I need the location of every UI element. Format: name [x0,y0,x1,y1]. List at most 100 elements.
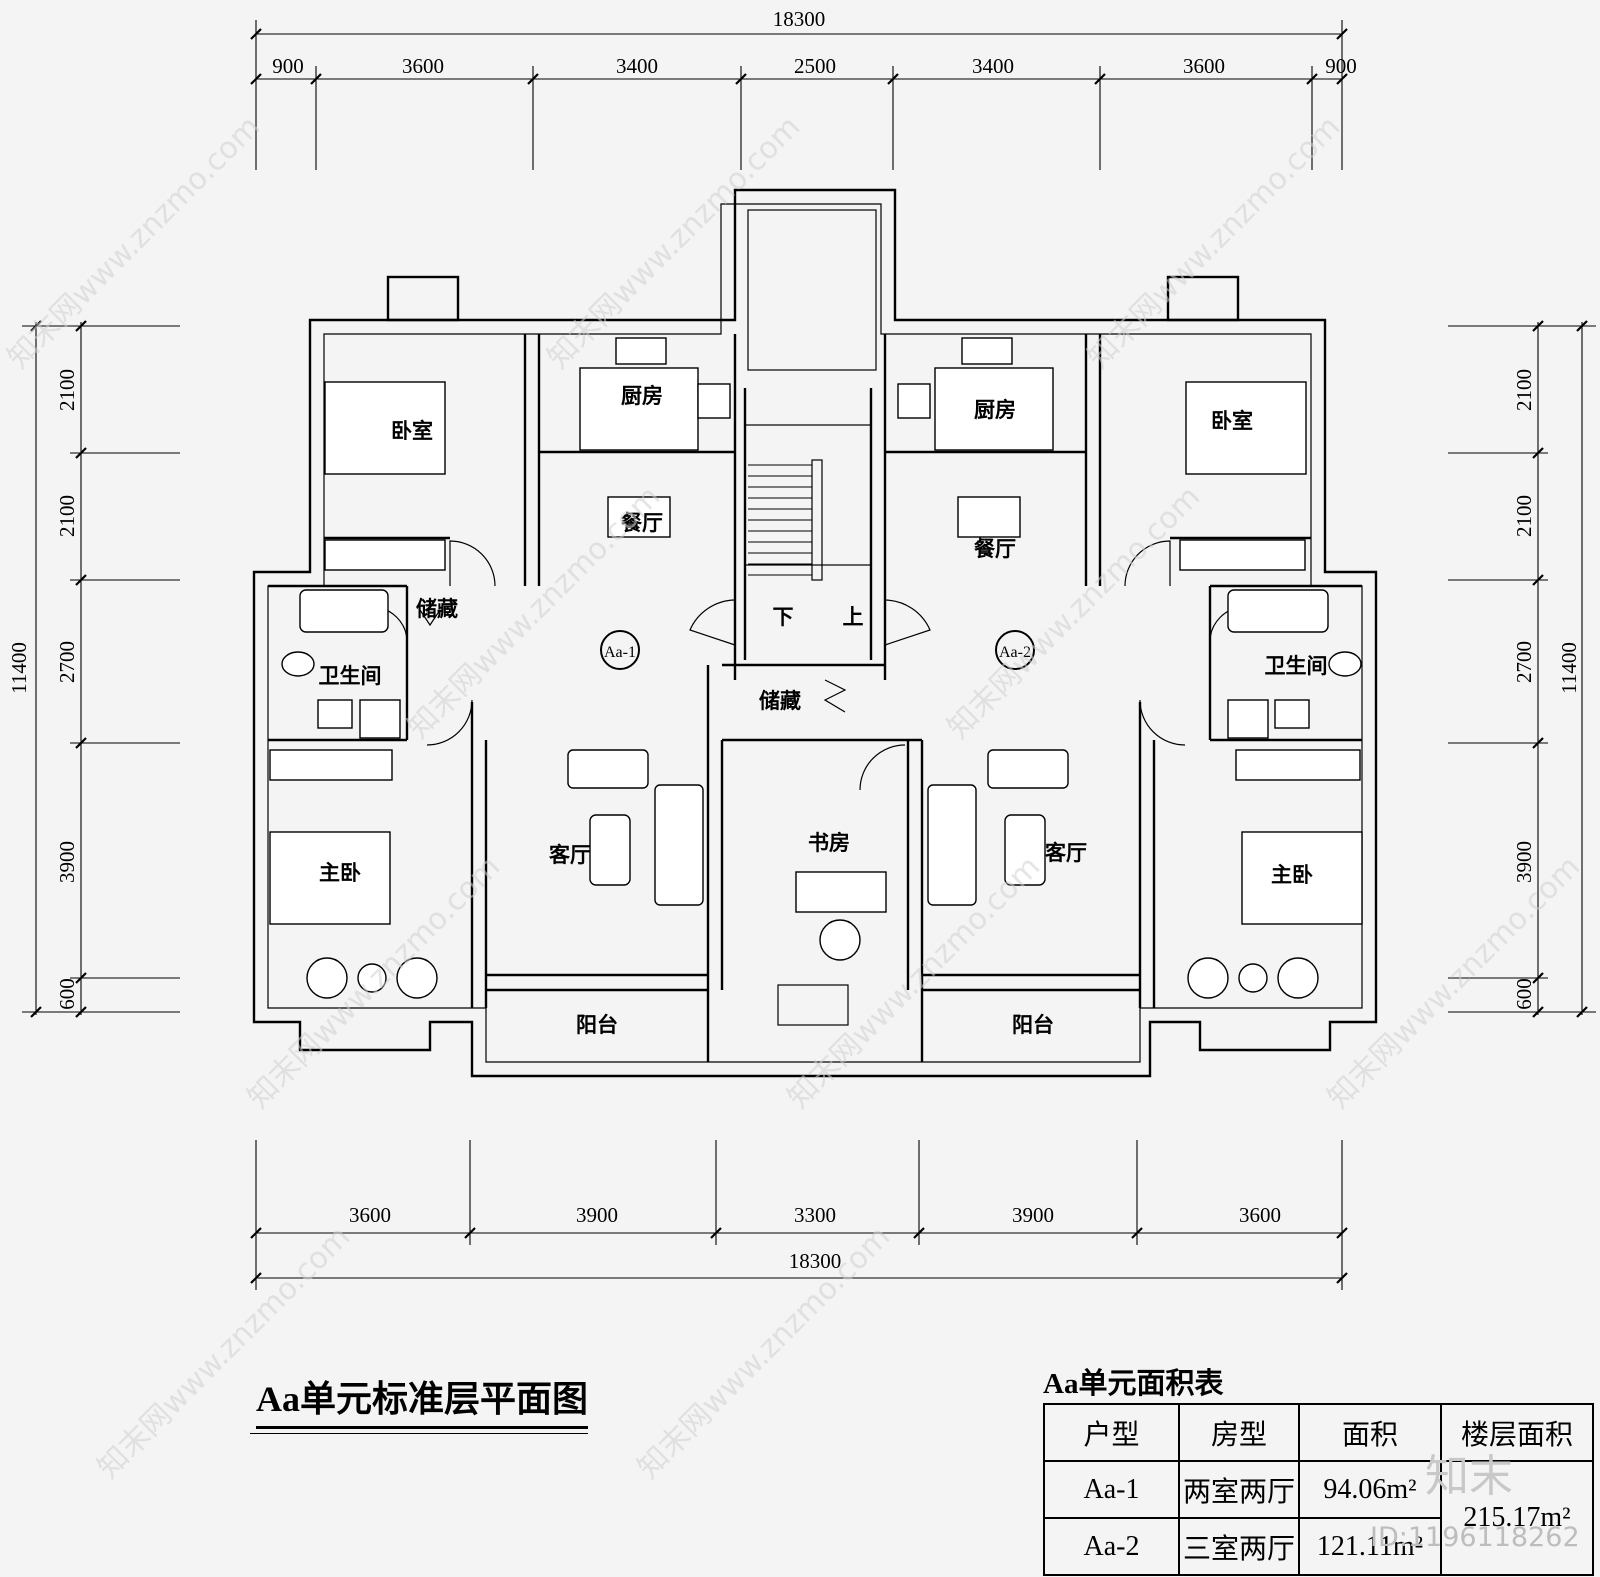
watermark-id: ID:1196118262 [1370,1522,1580,1553]
table-row: Aa-1 两室两厅 94.06m² 215.17m² [1043,1460,1594,1576]
top-dim-6: 3600 [1183,54,1225,78]
label-dining-left: 餐厅 [621,511,663,535]
left-dim-tick [75,447,87,459]
label-dining-right: 餐厅 [974,537,1016,561]
stove-right [897,383,931,419]
top-dim-2: 3600 [402,54,444,78]
top-dim-7: 900 [1325,54,1357,78]
sofa-left-a [567,749,649,789]
row2-area: 121.11m² [1298,1517,1442,1576]
sofa-left-b [654,784,704,906]
top-dim-tick [1306,73,1318,85]
right-dim-3: 2700 [1512,641,1536,683]
dining-table-left [607,496,671,538]
left-dim-1: 2100 [55,369,79,411]
master-bed-right [1241,831,1363,925]
unit-marker-aa1 [600,630,640,670]
top-dim-tick [1336,28,1348,40]
left-dim-tick [75,320,87,332]
label-bathroom-left: 卫生间 [319,664,382,688]
wardrobe-4 [1235,749,1361,781]
watermark-logo: 知末 [1425,1451,1513,1502]
label-bedroom-left: 卧室 [391,419,433,443]
right-dim-tick [1532,320,1544,332]
bottom-dim-tick [1131,1227,1143,1239]
room-labels: 卧室 卧室 厨房 厨房 餐厅 餐厅 储藏 储藏 卫生间 卫生间 主卧 主卧 客厅… [319,384,1328,1037]
label-balcony-left: 阳台 [576,1013,618,1037]
right-dimensions: 11400 2100 2100 2700 3900 600 [1448,320,1596,1018]
kitchen-counter-right [934,367,1054,451]
bottom-dim-tick [250,1272,262,1284]
bottom-dim-5: 3600 [1239,1203,1281,1227]
right-dim-5: 600 [1512,978,1536,1010]
table-right [1238,963,1268,993]
top-dim-5: 3400 [972,54,1014,78]
right-dim-tick [1532,1006,1544,1018]
left-dim-tick [75,574,87,586]
label-master-left: 主卧 [319,861,361,885]
bottom-dim-tick [1336,1272,1348,1284]
stove-left [697,383,731,419]
header-type: 户型 [1043,1403,1180,1462]
toilet-right [1328,651,1362,677]
label-stair-down: 下 [773,605,794,629]
top-dim-tick [527,73,539,85]
right-total-dim: 11400 [1557,642,1581,694]
top-dim-1: 900 [272,54,304,78]
watermark-3: 知末网www.znzmo.com [1081,109,1347,375]
top-dim-tick [250,28,262,40]
furniture [269,337,1363,999]
row2-layout: 三室两厅 [1178,1517,1300,1576]
wardrobe-1 [324,539,446,571]
row2-type: Aa-2 [1043,1517,1180,1576]
floor-area-value: 215.17m² [1440,1460,1594,1576]
top-dim-tick [887,73,899,85]
bottom-dim-4: 3900 [1012,1203,1054,1227]
header-floor-area: 楼层面积 [1440,1403,1594,1462]
sofa-right-a [987,749,1069,789]
kitchen-counter-left [579,367,699,451]
left-dim-tick [75,972,87,984]
top-dim-tick [310,73,322,85]
label-bedroom-right: 卧室 [1211,409,1253,433]
bottom-dim-tick [464,1227,476,1239]
right-dim-tick [1532,447,1544,459]
bottom-dim-tick [710,1227,722,1239]
washer-right [1227,699,1269,739]
row1-type: Aa-1 [1043,1460,1180,1519]
coffee-table-left [589,814,631,886]
chair-right-1 [1187,957,1229,999]
top-dim-tick [1336,73,1348,85]
sink-right [1274,699,1310,729]
unit-marker-aa2 [995,630,1035,670]
left-dim-tick [75,1006,87,1018]
label-storage-left: 储藏 [416,597,458,621]
coffee-table-right [1004,814,1046,886]
left-dim-3: 2700 [55,641,79,683]
left-dim-2: 2100 [55,495,79,537]
bottom-dimensions: 3600 3900 3300 3900 3600 18300 [250,1140,1348,1290]
bathtub-left [299,589,389,633]
top-dim-tick [1094,73,1106,85]
table-left [357,963,387,993]
bottom-dim-tick [250,1227,262,1239]
building-walls [252,188,1378,1078]
top-dim-3: 3400 [616,54,658,78]
sofa-right-b [927,784,977,906]
bottom-dim-2: 3900 [576,1203,618,1227]
sink-left [317,699,353,729]
bottom-dim-tick [1336,1227,1348,1239]
master-bed-left [269,831,391,925]
bottom-dim-3: 3300 [794,1203,836,1227]
bottom-total-dim: 18300 [789,1249,842,1273]
plan-title: Aa单元标准层平面图 [250,1370,588,1434]
left-dim-tick [75,737,87,749]
label-living-right: 客厅 [1045,841,1087,865]
label-balcony-right: 阳台 [1012,1013,1054,1037]
right-dim-tick [1576,320,1588,332]
label-storage-center: 储藏 [759,689,801,713]
row1-area: 94.06m² [1298,1460,1442,1519]
chair-left-1 [306,957,348,999]
area-table-header-row: 户型 房型 面积 楼层面积 [1043,1403,1594,1462]
